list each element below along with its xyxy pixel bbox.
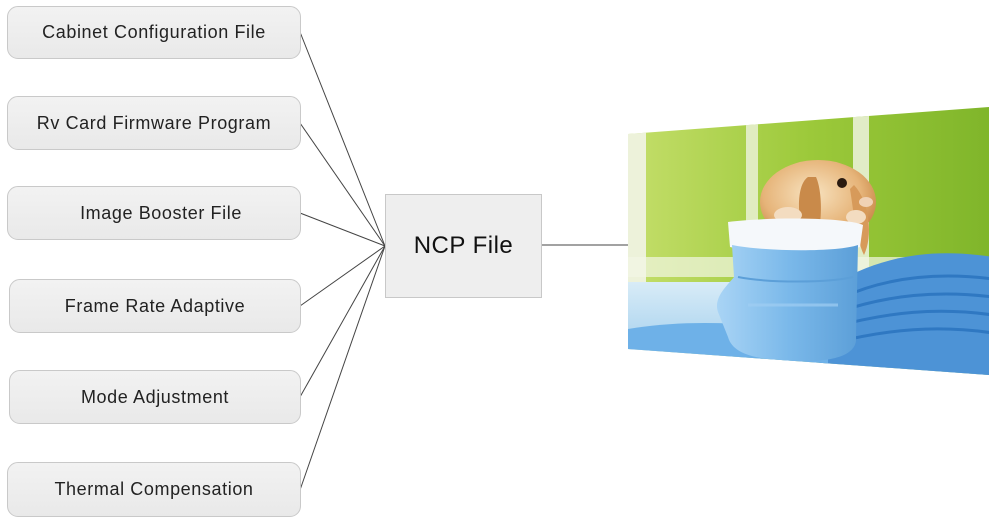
- connector-line-4: [299, 245, 386, 307]
- node-image-booster-file: Image Booster File: [7, 186, 301, 240]
- connector-line-1: [299, 31, 386, 247]
- connector-line-6: [299, 245, 386, 491]
- node-mode-adjustment: Mode Adjustment: [9, 370, 301, 424]
- node-frame-rate-adaptive: Frame Rate Adaptive: [9, 279, 301, 333]
- connector-line-2: [299, 122, 386, 247]
- connector-line-3: [299, 212, 386, 247]
- node-rv-card-firmware-program: Rv Card Firmware Program: [7, 96, 301, 150]
- connector-line-5: [299, 245, 386, 398]
- node-ncp-file: NCP File: [385, 194, 542, 298]
- photo-bunny-in-boot: [628, 107, 989, 375]
- node-cabinet-configuration-file: Cabinet Configuration File: [7, 6, 301, 59]
- node-thermal-compensation: Thermal Compensation: [7, 462, 301, 517]
